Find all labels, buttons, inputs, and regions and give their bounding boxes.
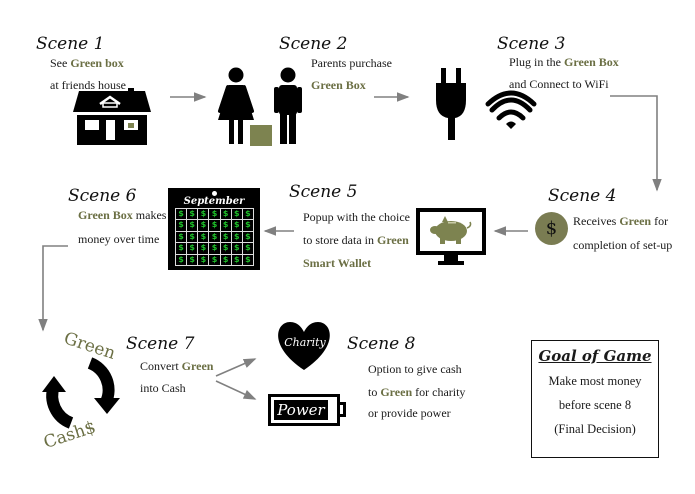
goal-line-2: before scene 8 [558,398,632,412]
goal-title: Goal of Game [538,347,652,365]
calendar-day-cell: $ [209,254,220,265]
charity-heart-icon [278,322,330,370]
scene-1-line-2: at friends house [50,78,126,92]
scene-2-line-2: Green Box [311,78,366,92]
arrow-7-to-power [215,380,257,400]
piggy-bank-icon [430,216,472,244]
calendar-day-cell: $ [231,254,242,265]
cycle-top-label: Green [61,328,117,363]
goal-line-3: (Final Decision) [554,422,636,436]
scene-2-line-1: Parents purchase [311,56,392,70]
calendar-day-cell: $ [187,243,198,254]
calendar-day-cell: $ [242,243,253,254]
calendar-day-cell: $ [176,209,187,220]
scene-1-title: Scene 1 [36,34,105,54]
calendar-grid: $$$$$$$$$$$$$$$$$$$$$$$$$$$$$$$$$$$ [175,208,254,266]
calendar-day-cell: $ [198,209,209,220]
green-box [250,125,272,146]
scene-7-title: Scene 7 [126,334,195,354]
scene-8-line-3: or provide power [368,406,451,420]
calendar-day-cell: $ [187,231,198,243]
calendar-day-cell: $ [242,220,253,231]
calendar-day-cell: $ [220,231,231,243]
calendar-day-cell: $ [176,254,187,265]
scene-4-line-2: completion of set-up [573,238,673,252]
calendar-day-cell: $ [198,254,209,265]
calendar-day-cell: $ [220,254,231,265]
parents-icon [218,67,302,146]
calendar-day-cell: $ [176,231,187,243]
calendar-day-cell: $ [187,254,198,265]
calendar-day-cell: $ [209,220,220,231]
calendar-day-cell: $ [187,209,198,220]
calendar-day-cell: $ [231,231,242,243]
piggy-bank-monitor-icon [416,208,486,265]
scene-4-line-1: Receives Green for [573,214,669,228]
calendar-day-cell: $ [242,254,253,265]
scene-1-line-1: See Green box [50,56,124,70]
charity-label: Charity [284,336,326,349]
scene-8-line-1: Option to give cash [368,362,462,376]
power-label: Power [274,400,328,420]
calendar-day-cell: $ [242,209,253,220]
scene-7-line-2: into Cash [140,381,186,395]
calendar-day-cell: $ [198,231,209,243]
arrow-3-to-4 [610,95,662,192]
scene-8-title: Scene 8 [347,334,416,354]
calendar-day-cell: $ [209,231,220,243]
house-icon [73,88,151,145]
calendar-day-cell: $ [209,243,220,254]
calendar-day-cell: $ [220,220,231,231]
goal-of-game-box: Goal of Game Make most money before scen… [531,340,659,458]
scene-6-line-1: Green Box makes [78,208,167,222]
calendar-day-cell: $ [242,231,253,243]
calendar-day-cell: $ [198,243,209,254]
scene-8-line-2: to Green for charity [368,385,466,399]
power-battery-icon: Power [268,394,340,426]
dollar-coin-icon: $ [535,212,568,245]
calendar-day-cell: $ [231,243,242,254]
scene-2-title: Scene 2 [279,34,348,54]
scene-3-line-1: Plug in the Green Box [509,55,619,69]
calendar-day-cell: $ [198,220,209,231]
calendar-icon: September $$$$$$$$$$$$$$$$$$$$$$$$$$$$$$… [168,188,260,270]
calendar-day-cell: $ [176,220,187,231]
goal-line-1: Make most money [548,374,642,388]
scene-3-title: Scene 3 [497,34,566,54]
scene-5-line-2: to store data in Green [303,233,409,247]
plug-wifi-icon [436,68,537,140]
scene-5-line-1: Popup with the choice [303,210,410,224]
arrow-7-to-charity [215,358,257,377]
scene-6-line-2: money over time [78,232,160,246]
cycle-icon: Green Cash$ [41,328,120,453]
calendar-day-cell: $ [187,220,198,231]
calendar-day-cell: $ [231,209,242,220]
calendar-day-cell: $ [231,220,242,231]
arrow-6-to-7 [38,245,68,332]
scene-5-title: Scene 5 [289,182,358,202]
calendar-day-cell: $ [220,243,231,254]
calendar-day-cell: $ [209,209,220,220]
calendar-day-cell: $ [220,209,231,220]
scene-4-title: Scene 4 [548,186,617,206]
scene-7-line-1: Convert Green [140,359,214,373]
calendar-day-cell: $ [176,243,187,254]
scene-3-line-2: and Connect to WiFi [509,77,609,91]
scene-6-title: Scene 6 [68,186,137,206]
scene-5-line-3: Smart Wallet [303,256,372,270]
calendar-month: September [183,196,245,207]
battery-terminal [340,402,346,417]
